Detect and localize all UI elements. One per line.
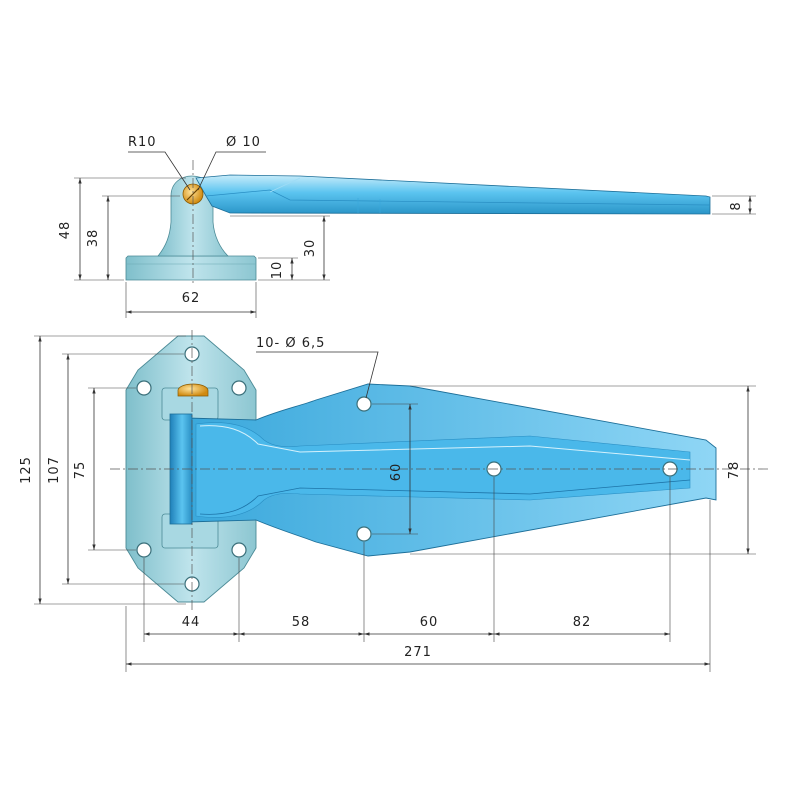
top-pin-head <box>177 383 209 397</box>
hole <box>231 542 247 558</box>
top-dimensions: 10- Ø 6,5 125 107 75 60 78 <box>19 335 756 672</box>
dim-holes-label: 10- Ø 6,5 <box>256 336 325 351</box>
dim-pin-dia-label: Ø 10 <box>226 135 261 150</box>
dim-271: 271 <box>404 645 432 660</box>
side-blade <box>195 174 711 215</box>
dim-60-horizontal: 60 <box>420 615 439 630</box>
dim-48: 48 <box>58 221 73 240</box>
hole <box>136 542 152 558</box>
side-view <box>125 160 711 285</box>
dim-60-vertical: 60 <box>389 463 404 482</box>
hole <box>231 380 247 396</box>
dim-78: 78 <box>727 461 742 480</box>
top-view <box>110 330 770 612</box>
hole <box>136 380 152 396</box>
dim-44: 44 <box>182 615 201 630</box>
dim-107: 107 <box>47 456 62 484</box>
dim-8: 8 <box>729 201 744 210</box>
side-base-plate <box>125 255 257 281</box>
dim-30: 30 <box>303 239 318 258</box>
hole <box>356 396 372 412</box>
dim-10: 10 <box>270 261 285 280</box>
hole <box>356 526 372 542</box>
dim-radius-label: R10 <box>128 135 157 150</box>
dim-75: 75 <box>73 461 88 480</box>
dim-38: 38 <box>86 229 101 248</box>
dim-125: 125 <box>19 456 34 484</box>
dim-62: 62 <box>182 291 201 306</box>
dim-58: 58 <box>292 615 311 630</box>
side-dimensions: R10 Ø 10 48 38 30 10 8 62 <box>58 135 756 318</box>
dim-82: 82 <box>573 615 592 630</box>
